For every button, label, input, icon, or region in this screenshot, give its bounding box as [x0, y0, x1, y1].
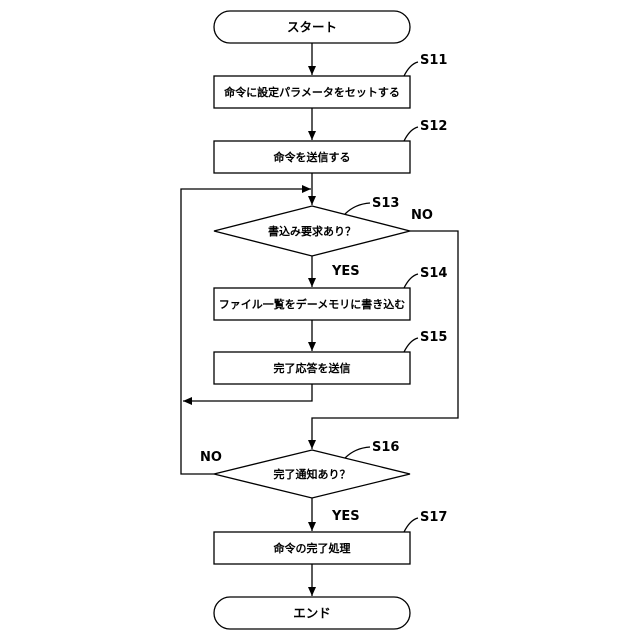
decision-s13: 書込み要求あり？ — [214, 206, 410, 256]
step-s14-text: ファイル一覧をデーメモリに書き込む — [219, 297, 406, 311]
step-s12-text: 命令を送信する — [273, 150, 351, 164]
decision-s16-yes-label: YES — [331, 509, 360, 524]
step-s15-id: S15 — [420, 330, 447, 345]
step-s17-id: S17 — [420, 510, 447, 525]
decision-s16-no-label: NO — [200, 450, 222, 465]
decision-s13-id: S13 — [372, 196, 399, 211]
connector-s15-loop — [183, 384, 312, 401]
decision-s16: 完了通知あり？ — [214, 450, 410, 498]
step-s14-id: S14 — [420, 266, 447, 281]
step-s15-leader — [404, 338, 418, 352]
decision-s16-text: 完了通知あり？ — [274, 467, 351, 481]
step-s15-box: 完了応答を送信 — [214, 352, 410, 384]
decision-s16-leader — [345, 447, 370, 458]
end-text: エンド — [293, 606, 331, 621]
step-s14-leader — [404, 274, 418, 288]
step-s11-box: 命令に設定パラメータをセットする — [214, 76, 410, 108]
decision-s13-no-label: NO — [411, 208, 433, 223]
step-s12-leader — [404, 127, 418, 141]
step-s11-leader — [404, 62, 418, 76]
step-s12-box: 命令を送信する — [214, 141, 410, 173]
step-s14-box: ファイル一覧をデーメモリに書き込む — [214, 288, 410, 320]
step-s12-id: S12 — [420, 119, 447, 134]
start-terminal: スタート — [214, 11, 410, 43]
start-text: スタート — [287, 20, 337, 35]
step-s11-id: S11 — [420, 53, 447, 68]
step-s15-text: 完了応答を送信 — [274, 361, 351, 375]
end-terminal: エンド — [214, 597, 410, 629]
decision-s13-yes-label: YES — [331, 264, 360, 279]
decision-s13-leader — [345, 203, 370, 214]
step-s11-text: 命令に設定パラメータをセットする — [223, 85, 400, 99]
decision-s16-id: S16 — [372, 440, 399, 455]
step-s17-leader — [404, 518, 418, 532]
step-s17-text: 命令の完了処理 — [273, 541, 351, 555]
step-s17-box: 命令の完了処理 — [214, 532, 410, 564]
decision-s13-text: 書込み要求あり？ — [268, 224, 356, 238]
